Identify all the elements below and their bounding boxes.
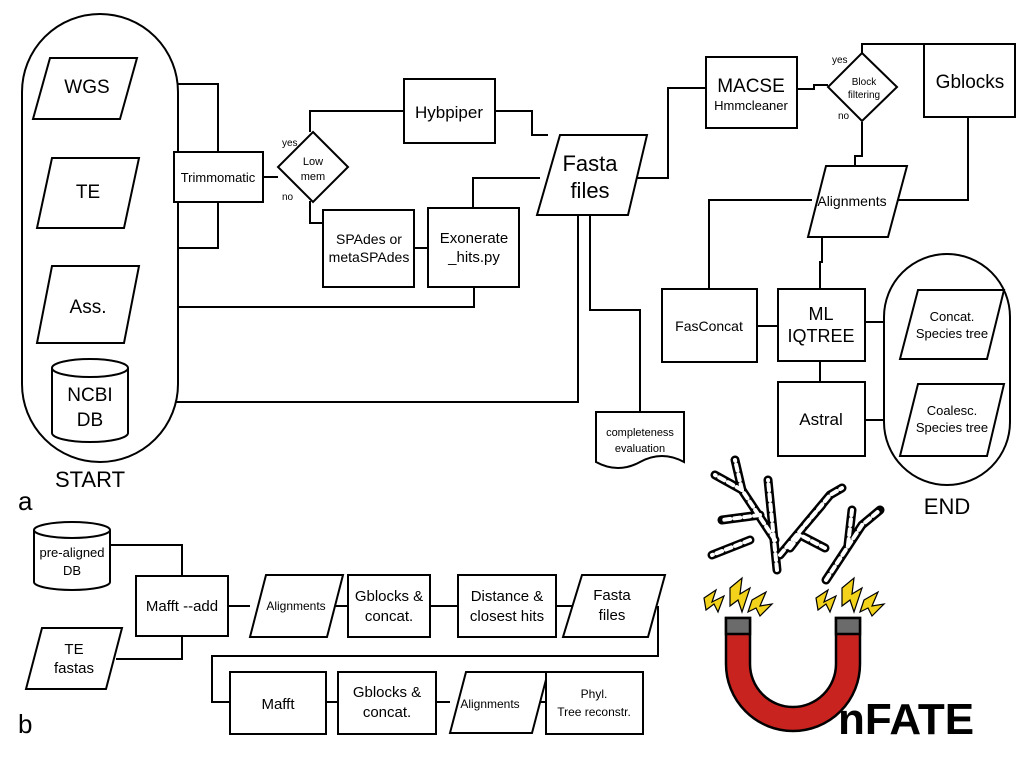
exonerate-box: Exonerate _hits.py xyxy=(427,207,520,288)
completeness-document: completeness evaluation xyxy=(595,411,685,469)
concat-species-tree-label-2: Species tree xyxy=(916,326,988,341)
prealigned-db: pre-aligned DB xyxy=(33,521,111,591)
phyl-label-2: Tree reconstr. xyxy=(557,705,631,719)
alignments-b2-label: Alignments xyxy=(460,697,519,711)
low-mem-yes: yes xyxy=(282,138,298,149)
ml-iqtree-box: ML IQTREE xyxy=(777,288,866,362)
fasta-files-b-label-2: files xyxy=(599,607,626,624)
nfate-wordmark: nFATE xyxy=(838,695,974,744)
gblocks-concat-b1-label-1: Gblocks & xyxy=(355,588,423,605)
concat-species-tree: Concat. Species tree xyxy=(898,289,1006,360)
trimmomatic-box: Trimmomatic xyxy=(173,151,264,203)
block-filtering-label-1: Block xyxy=(852,77,877,88)
ml-label: ML xyxy=(808,304,833,324)
input-wgs: WGS xyxy=(31,57,139,120)
mafft-label: Mafft xyxy=(261,696,295,713)
fasta-files-b-label-1: Fasta xyxy=(593,587,631,604)
start-terminal xyxy=(21,13,179,463)
low-mem-label-2: mem xyxy=(301,171,325,183)
hybpiper-box: Hybpiper xyxy=(403,78,496,144)
alignments-a-label: Alignments xyxy=(817,193,886,209)
prealigned-db-label-1: pre-aligned xyxy=(39,545,104,560)
phyl-label-1: Phyl. xyxy=(581,687,608,701)
block-filtering-label-2: filtering xyxy=(848,90,880,101)
magnet-pole-right xyxy=(834,616,862,636)
hybpiper-label: Hybpiper xyxy=(415,103,483,122)
coalesc-species-tree-label-1: Coalesc. xyxy=(927,403,978,418)
spades-box: SPAdes or metaSPAdes xyxy=(322,209,415,288)
gblocks-label: Gblocks xyxy=(936,72,1005,93)
distance-label-2: closest hits xyxy=(470,608,544,625)
input-te-label: TE xyxy=(76,182,100,203)
astral-box: Astral xyxy=(777,381,866,457)
fasta-files-b: Fasta files xyxy=(561,574,667,638)
spades-label-2: metaSPAdes xyxy=(329,249,410,265)
magnet-pole-left xyxy=(724,616,752,636)
alignments-b2: Alignments xyxy=(448,671,550,734)
te-fastas-label-2: fastas xyxy=(54,660,94,677)
distance-closest-hits: Distance & closest hits xyxy=(457,574,557,638)
mafft-box: Mafft xyxy=(229,671,327,735)
block-filtering-yes: yes xyxy=(832,55,848,66)
exonerate-label-1: Exonerate xyxy=(440,230,508,247)
nfate-logo: nFATE xyxy=(703,455,974,744)
alignments-b1-label: Alignments xyxy=(266,599,325,613)
low-mem-label-1: Low xyxy=(303,156,323,168)
exonerate-label-2: _hits.py xyxy=(447,249,500,266)
astral-label: Astral xyxy=(799,410,842,429)
trimmomatic-label: Trimmomatic xyxy=(181,170,256,185)
hmmcleaner-label: Hmmcleaner xyxy=(714,98,788,113)
horseshoe-magnet-icon xyxy=(724,616,862,733)
coalesc-species-tree-label-2: Species tree xyxy=(916,420,988,435)
input-assembly: Ass. xyxy=(35,265,141,344)
panel-a-connectors xyxy=(89,43,969,421)
gblocks-concat-b2: Gblocks & concat. xyxy=(337,671,437,735)
panel-a-label: a xyxy=(18,486,33,516)
spades-label-1: SPAdes or xyxy=(336,231,402,247)
prealigned-db-label-2: DB xyxy=(63,563,81,578)
completeness-label-1: completeness xyxy=(606,427,674,439)
gblocks-concat-b1: Gblocks & concat. xyxy=(347,574,431,638)
fasta-files-a-label-1: Fasta xyxy=(562,151,618,176)
mafft-add-label: Mafft --add xyxy=(146,598,218,615)
gblocks-concat-b2-label-2: concat. xyxy=(363,704,411,721)
input-te: TE xyxy=(35,157,141,229)
fasconcat-label: FasConcat xyxy=(675,318,743,334)
input-assembly-label: Ass. xyxy=(70,297,107,318)
completeness-label-2: evaluation xyxy=(615,443,665,455)
ncbi-db: NCBI DB xyxy=(51,358,129,443)
start-label: START xyxy=(55,467,125,492)
end-label: END xyxy=(924,494,970,519)
ncbi-db-label-1: NCBI xyxy=(67,385,112,406)
ncbi-db-label-2: DB xyxy=(77,410,103,431)
te-fastas: TE fastas xyxy=(24,627,124,690)
panel-b-label: b xyxy=(18,709,32,739)
gblocks-concat-b2-label-1: Gblocks & xyxy=(353,684,421,701)
fasta-files-a: Fasta files xyxy=(535,134,649,216)
fasta-files-a-label-2: files xyxy=(570,178,609,203)
gblocks-concat-b1-label-2: concat. xyxy=(365,608,413,625)
alignments-b1: Alignments xyxy=(248,574,345,638)
low-mem-no: no xyxy=(282,192,294,203)
concat-species-tree-label-1: Concat. xyxy=(930,309,975,324)
iqtree-label: IQTREE xyxy=(787,326,854,346)
block-filtering-decision: Block filtering yes no xyxy=(826,51,899,123)
spark-icons xyxy=(703,576,886,618)
coalesc-species-tree: Coalesc. Species tree xyxy=(898,383,1006,457)
macse-label: MACSE xyxy=(717,76,785,97)
te-fastas-label-1: TE xyxy=(64,641,83,658)
input-wgs-label: WGS xyxy=(64,77,109,98)
macse-box: MACSE Hmmcleaner xyxy=(705,56,798,129)
low-mem-decision: Low mem yes no xyxy=(276,130,350,204)
alignments-a: Alignments xyxy=(806,165,909,238)
gblocks-box: Gblocks xyxy=(923,43,1016,118)
fungal-hyphae-icon xyxy=(707,455,885,585)
phyl-tree-reconstr: Phyl. Tree reconstr. xyxy=(545,671,644,735)
block-filtering-no: no xyxy=(838,111,850,122)
fasconcat-box: FasConcat xyxy=(661,288,758,363)
mafft-add-box: Mafft --add xyxy=(135,575,229,637)
distance-label-1: Distance & xyxy=(471,588,544,605)
